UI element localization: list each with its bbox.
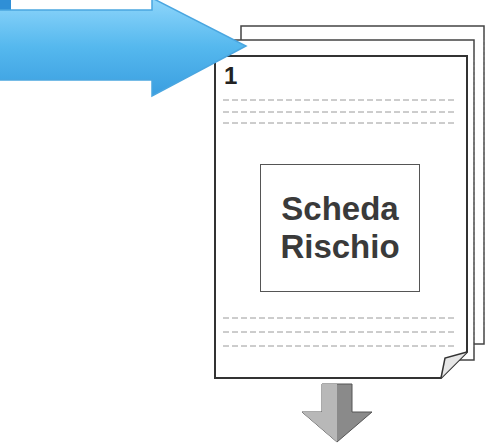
page-border — [215, 56, 467, 378]
corner-tab — [0, 0, 11, 46]
text-rule — [223, 318, 457, 319]
text-rule — [223, 112, 457, 113]
text-rule — [223, 332, 457, 333]
folded-corner — [441, 352, 467, 378]
box-title: Scheda Rischio — [261, 190, 419, 266]
down-arrow — [302, 384, 372, 442]
down-arrow-shape — [302, 384, 372, 442]
page-edge-dots — [484, 40, 485, 330]
page-edge-dots — [474, 60, 475, 350]
pointer-arrow — [0, 0, 246, 96]
text-rule — [223, 346, 457, 347]
title-box: Scheda Rischio — [260, 164, 420, 292]
text-rule — [223, 100, 457, 101]
down-arrow-highlight — [302, 384, 337, 442]
page-number: 1 — [224, 62, 237, 90]
text-rule — [223, 123, 457, 124]
document-page: 1Scheda Rischio — [215, 56, 467, 378]
